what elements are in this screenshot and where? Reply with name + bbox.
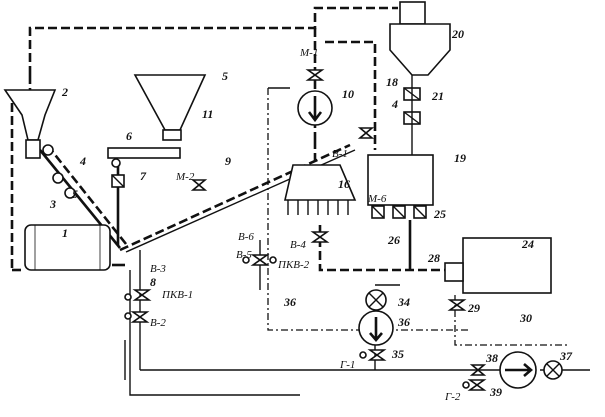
label-36: 36 — [397, 315, 410, 329]
tank-19 — [367, 154, 434, 219]
label-25: 25 — [433, 207, 446, 221]
pump-34-36 — [358, 289, 394, 346]
label-16: 16 — [338, 177, 350, 191]
label-m1: М-1 — [299, 47, 318, 59]
label-5: 5 — [222, 69, 228, 83]
pipelines — [10, 6, 590, 396]
label-9: 9 — [225, 154, 231, 168]
label-m6: М-6 — [367, 193, 387, 205]
label-39: 39 — [489, 385, 502, 399]
valve-7 — [111, 174, 125, 188]
label-36b: 36 — [283, 295, 296, 309]
hopper-2 — [3, 89, 57, 159]
label-35: 35 — [391, 347, 404, 361]
silo-20 — [389, 1, 451, 76]
pump-10 — [297, 90, 333, 126]
distributor-16 — [283, 164, 357, 215]
hopper-5 — [133, 74, 207, 141]
label-4: 4 — [79, 154, 86, 168]
mixer-24 — [444, 237, 552, 294]
label-pkv1: ПКВ-1 — [161, 289, 193, 301]
feeder-3-4 — [42, 144, 76, 199]
label-21: 21 — [431, 89, 444, 103]
valves — [124, 69, 487, 391]
label-m2: М-2 — [175, 171, 195, 183]
label-5-left: 5 — [72, 187, 78, 201]
label-4b: 4 — [391, 97, 398, 111]
label-8: 8 — [150, 275, 156, 289]
label-g1: Г-1 — [339, 359, 355, 371]
label-37: 37 — [559, 349, 573, 363]
label-34: 34 — [397, 295, 410, 309]
label-26: 26 — [387, 233, 400, 247]
label-20: 20 — [451, 27, 464, 41]
pump-37-38 — [499, 351, 563, 389]
label-1: 1 — [62, 226, 68, 240]
label-2: 2 — [61, 85, 68, 99]
label-24: 24 — [521, 237, 534, 251]
ball-mill-1 — [24, 224, 111, 271]
conveyor-6 — [107, 147, 181, 168]
label-19: 19 — [454, 151, 466, 165]
label-28: 28 — [427, 251, 440, 265]
label-18: 18 — [386, 75, 398, 89]
label-b5: В-5 — [236, 249, 252, 261]
label-3: 3 — [49, 197, 56, 211]
label-b4: В-4 — [290, 239, 306, 251]
label-7: 7 — [140, 169, 147, 183]
label-b6: В-6 — [238, 231, 254, 243]
label-38: 38 — [485, 351, 498, 365]
label-6: 6 — [126, 129, 132, 143]
label-29: 29 — [467, 301, 480, 315]
label-b2: В-2 — [150, 317, 166, 329]
rotary-valve-18-21 — [403, 75, 421, 155]
label-11: 11 — [202, 107, 213, 121]
label-pkv2: ПКВ-2 — [277, 259, 310, 271]
label-g2: Г-2 — [444, 391, 461, 403]
label-10: 10 — [342, 87, 354, 101]
labels: 2 3 4 1 5 5 11 6 7 9 М-2 М-1 10 В-1 16 В… — [49, 27, 573, 403]
label-b1: В-1 — [332, 148, 348, 160]
label-b3: В-3 — [150, 263, 166, 275]
label-30: 30 — [519, 311, 532, 325]
